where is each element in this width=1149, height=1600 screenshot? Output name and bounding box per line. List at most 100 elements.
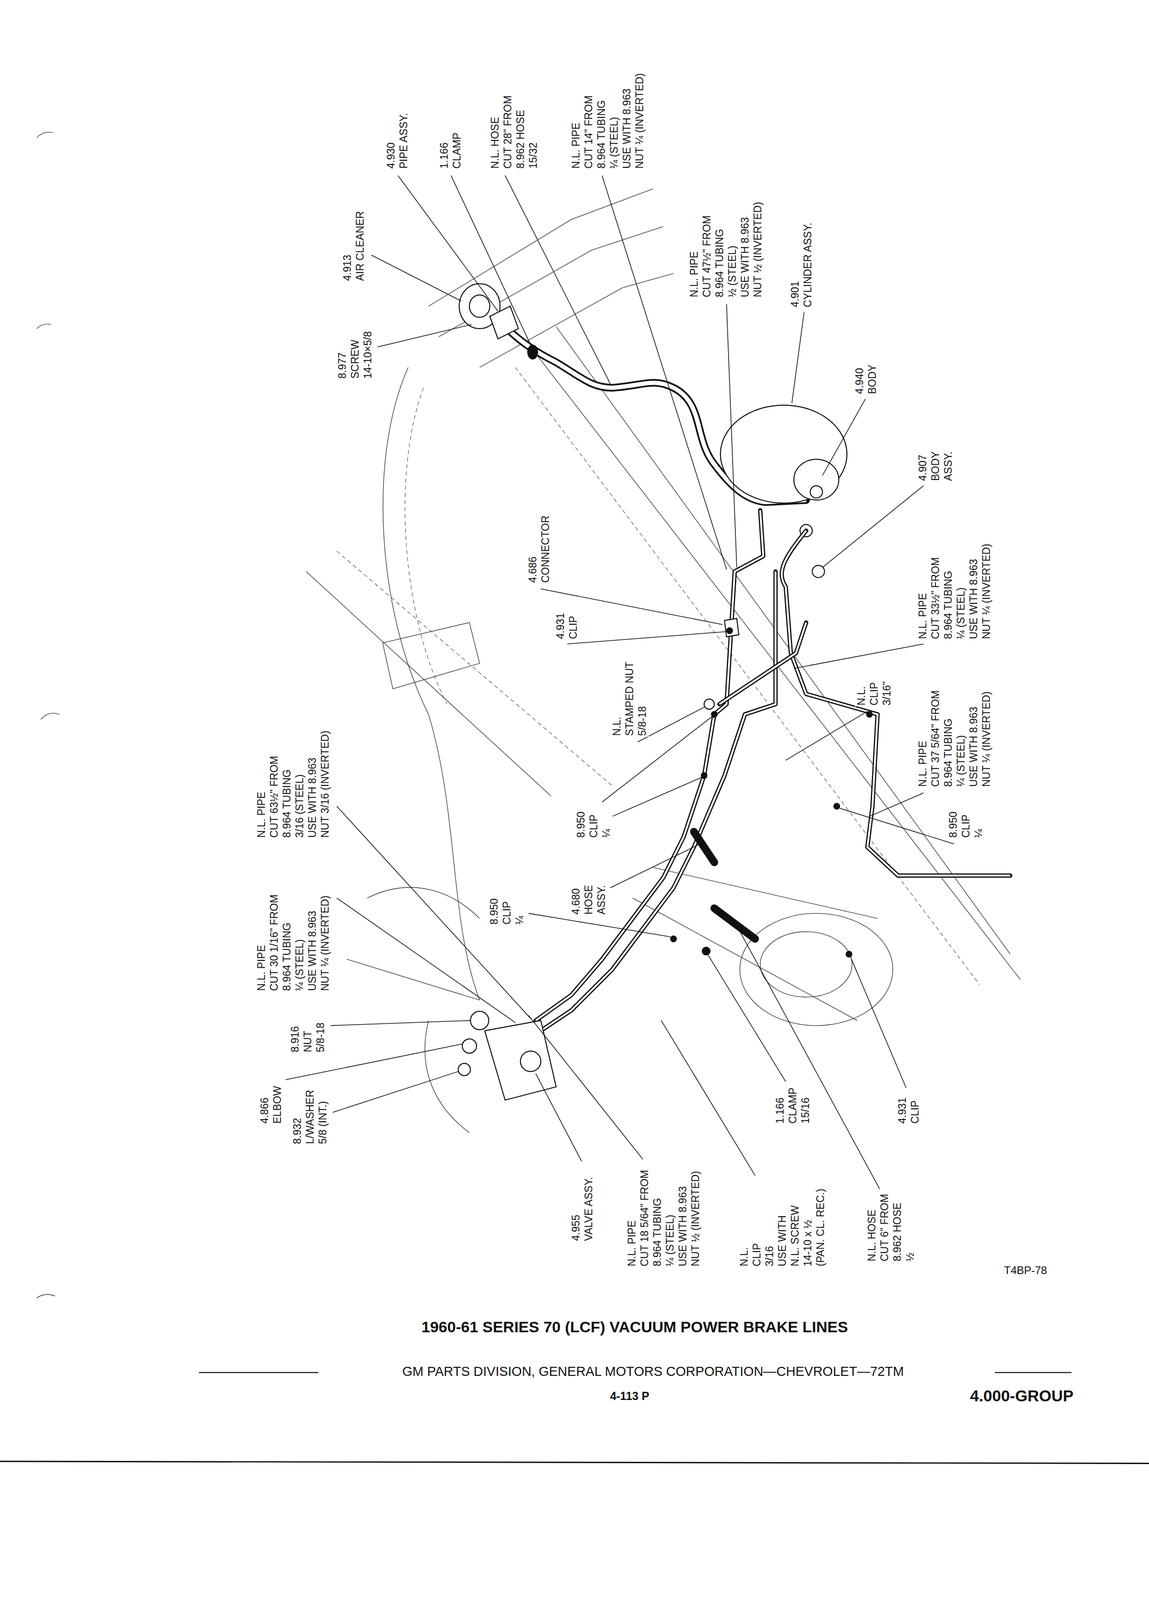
callout-label: 4.686 CONNECTOR — [526, 514, 552, 584]
callout-label: 8.977 SCREW 14-10×5/8 — [335, 330, 375, 380]
leader-line — [708, 954, 786, 1082]
scan-mark — [36, 324, 51, 329]
callout-label: N.L. PIPE CUT 14" FROM 8.964 TUBING ¼ (S… — [569, 72, 646, 170]
callout-label: 4.901 CYLINDER ASSY. — [788, 221, 815, 309]
cylinder-end — [794, 459, 840, 500]
callout-label: N.L. HOSE CUT 28" FROM 8.962 HOSE 15/32 — [488, 94, 540, 170]
footer-text: GM PARTS DIVISION, GENERAL MOTORS CORPOR… — [402, 1363, 905, 1379]
driveline-outline — [632, 898, 858, 1021]
callout-label: 1.166 CLAMP 15/16 — [773, 1086, 812, 1125]
callout-label: 8.950 CLIP ¼ — [487, 897, 526, 926]
callout-label: N.L. STAMPED NUT 5/8-18 — [610, 660, 649, 737]
callout-label: N.L. CLIP 3/16" — [854, 680, 894, 707]
brake-pipe — [781, 530, 1011, 876]
leader-line — [791, 312, 805, 404]
footer-text: T4BP-78 — [1004, 1263, 1048, 1277]
transmission-outline — [739, 913, 894, 1026]
clip — [833, 803, 840, 810]
clip — [845, 950, 852, 957]
stamped-nut — [704, 699, 715, 710]
diagram-title: 1960-61 SERIES 70 (LCF) VACUUM POWER BRA… — [421, 1317, 848, 1336]
callout-label: N.L. PIPE CUT 37 5/64" FROM 8.964 TUBING… — [916, 689, 993, 788]
leader-line — [869, 792, 924, 817]
brake-hose — [714, 908, 756, 939]
callout-label: 4.955 VALVE ASSY. — [569, 1176, 595, 1243]
leader-line — [371, 254, 462, 301]
leader-line — [332, 1071, 459, 1113]
callout-label: 4.931 CLIP — [895, 1096, 922, 1125]
callout-label: N.L. PIPE CUT 30 1/16" FROM 8.964 TUBING… — [254, 893, 332, 992]
leader-line — [822, 485, 924, 568]
cab-outline — [383, 367, 480, 1000]
brake-pipe — [781, 530, 1011, 876]
callout-label: 8.950 CLIP ¼ — [946, 810, 985, 840]
clip — [700, 772, 707, 779]
hose-clamp — [527, 344, 538, 360]
leader-line — [850, 958, 906, 1088]
frame-rail — [556, 326, 1011, 955]
callout-label: N.L. PIPE CUT 33½" FROM 8.964 TUBING ¼ (… — [916, 542, 993, 640]
body-outline — [438, 226, 664, 337]
brake-pipe — [540, 571, 776, 1031]
callout-label: N.L. PIPE CUT 47½" FROM 8.964 TUBING ½ (… — [687, 200, 765, 299]
leader-line — [822, 399, 866, 476]
callout-label: N.L. CLIP 3/16 USE WITH N.L. SCREW 14-10… — [737, 1188, 827, 1268]
transmission-outline — [760, 931, 853, 998]
clamp — [702, 946, 711, 955]
callout-label: 4.930 PIPE ASSY. — [384, 111, 410, 170]
clip — [670, 935, 677, 942]
washer — [458, 1063, 471, 1076]
driveline-outline — [653, 867, 878, 919]
callout-label: 4.907 BODY ASSY. — [916, 450, 955, 482]
scan-mark — [40, 713, 60, 720]
leader-line — [610, 844, 699, 888]
callout-label: 4.680 HOSE ASSY. — [569, 884, 608, 916]
leader-line — [377, 324, 472, 347]
footer-text: 4-113 P — [609, 1389, 650, 1403]
leader-line — [567, 631, 726, 645]
page-rule — [0, 1461, 1149, 1464]
elbow — [462, 1039, 477, 1054]
brake-hose — [694, 831, 715, 863]
callout-label: 8.932 L/WASHER 5/8 (INT.) — [290, 1089, 330, 1145]
callout-label: 4.866 ELBOW — [258, 1084, 284, 1125]
leader-line — [535, 1073, 582, 1162]
leader-line — [794, 644, 924, 669]
scan-mark — [36, 1294, 55, 1299]
leader-line — [839, 808, 955, 845]
callout-label: 4.940 BODY — [853, 363, 879, 395]
body-outline — [479, 273, 674, 368]
valve-fitting — [470, 1011, 489, 1030]
footer-rule — [994, 1372, 1072, 1374]
leader-line — [612, 777, 701, 817]
clip — [866, 711, 873, 718]
engine-outline — [424, 1020, 470, 1133]
leader-line — [450, 175, 532, 347]
callout-label: N.L. PIPE CUT 18 5/64" FROM 8.964 TUBING… — [625, 1168, 702, 1268]
leader-line — [330, 1020, 471, 1026]
leader-line — [528, 1015, 643, 1160]
hidden-line — [404, 387, 447, 705]
connector — [724, 618, 739, 637]
valve-body — [520, 1050, 541, 1072]
leader-line — [785, 711, 868, 761]
callout-label: 8.950 CLIP ¼ — [574, 810, 613, 840]
callout-label: 4.913 AIR CLEANER — [340, 209, 367, 282]
brake-pipe — [540, 571, 776, 1031]
leader-line — [336, 806, 531, 1019]
leader-line — [736, 925, 880, 1189]
fender-outline — [346, 959, 480, 1000]
leader-line — [504, 175, 610, 384]
fender-outline — [367, 887, 480, 919]
callout-label: N.L. PIPE CUT 63½" FROM 8.964 TUBING 3/1… — [254, 729, 332, 840]
power-cylinder — [720, 404, 847, 504]
footer-rule — [199, 1372, 319, 1374]
callout-label: 8.916 NUT 5/8-18 — [288, 1021, 327, 1054]
callout-label: 4.931 CLIP — [554, 611, 580, 640]
hidden-line — [336, 550, 613, 786]
crossmember — [306, 571, 552, 796]
fitting — [810, 485, 823, 499]
